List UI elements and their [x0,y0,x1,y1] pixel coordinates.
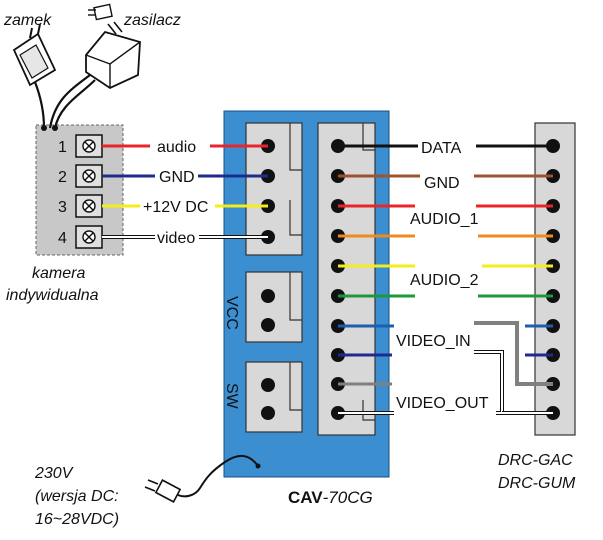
video-out-label: VIDEO_OUT [396,395,489,412]
data-label: DATA [421,140,462,157]
zasilacz-label: zasilacz [123,12,181,29]
model-label-bold: CAV [288,488,323,507]
terminal-number-1: 1 [58,139,67,156]
power-label-line1: 230V [34,465,74,482]
cav-right-connector [317,122,376,436]
vcc-label: VCC [223,296,240,330]
adapter-cable [53,79,96,129]
cav-vcc-connector [245,271,303,343]
terminal-number-4: 4 [58,230,67,247]
power-label-line2: (wersja DC: [35,488,119,505]
audio-2-label: AUDIO_2 [410,272,479,289]
power-cord-entry [255,463,261,469]
power-cord [177,454,259,498]
sw-label: SW [223,383,240,410]
video-label: video [157,230,195,247]
drc-gum-label: DRC-GUM [498,475,576,492]
power-label-line3: 16~28VDC) [35,511,119,528]
model-label-rest: -70CG [323,488,373,507]
kamera-label-line1: kamera [32,265,85,282]
audio-label: audio [157,139,196,156]
power-adapter-icon [85,21,141,90]
top-plug-icon [88,3,113,21]
lock-device-icon [12,23,57,87]
adapter-cable-2 [48,74,91,129]
zamek-label: zamek [3,12,52,29]
gnd-left-label: GND [159,169,195,186]
kamera-label-line2: indywidualna [6,287,99,304]
audio-1-label: AUDIO_1 [410,211,479,228]
drc-gac-label: DRC-GAC [498,452,573,469]
lock-cable [33,81,46,129]
terminal-number-2: 2 [58,169,67,186]
video-in-label: VIDEO_IN [396,333,471,350]
wire-video-in-route [474,321,553,386]
cav-sw-connector [245,361,303,433]
power-plug-icon [144,479,182,503]
terminal-number-3: 3 [58,199,67,216]
12v-dc-label: +12V DC [143,199,208,216]
gnd-right-label: GND [424,175,460,192]
drc-connector [534,122,576,436]
model-label: CAV-70CG [288,488,373,507]
